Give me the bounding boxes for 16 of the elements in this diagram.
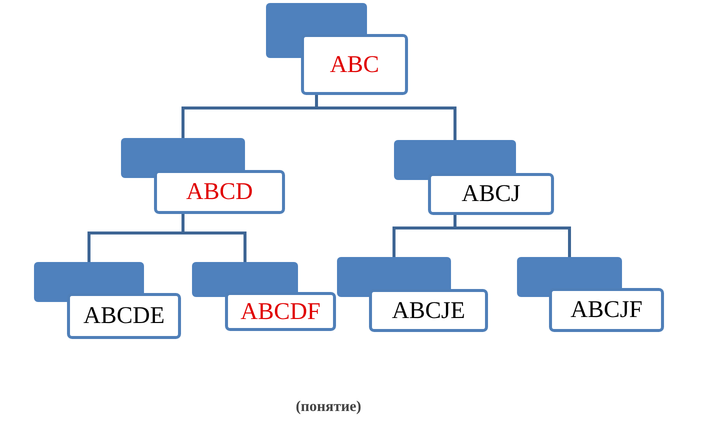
node-label: ABC [330,52,380,76]
node-label: ABCD [186,180,253,204]
node-label: ABCDF [240,300,321,324]
node-label: ABCJ [462,182,520,206]
caption: (понятие) [294,398,362,417]
tree-node [34,262,181,339]
tree-node [192,262,336,331]
tree-node [394,140,554,215]
tree-node [337,257,488,332]
connector-line [182,214,246,262]
node-label: ABCDE [83,304,165,328]
node-label: ABCJE [392,298,466,322]
node-label: ABCJF [570,298,643,322]
tree-node [121,138,285,214]
tree-node [266,3,408,95]
tree-node [517,257,664,332]
